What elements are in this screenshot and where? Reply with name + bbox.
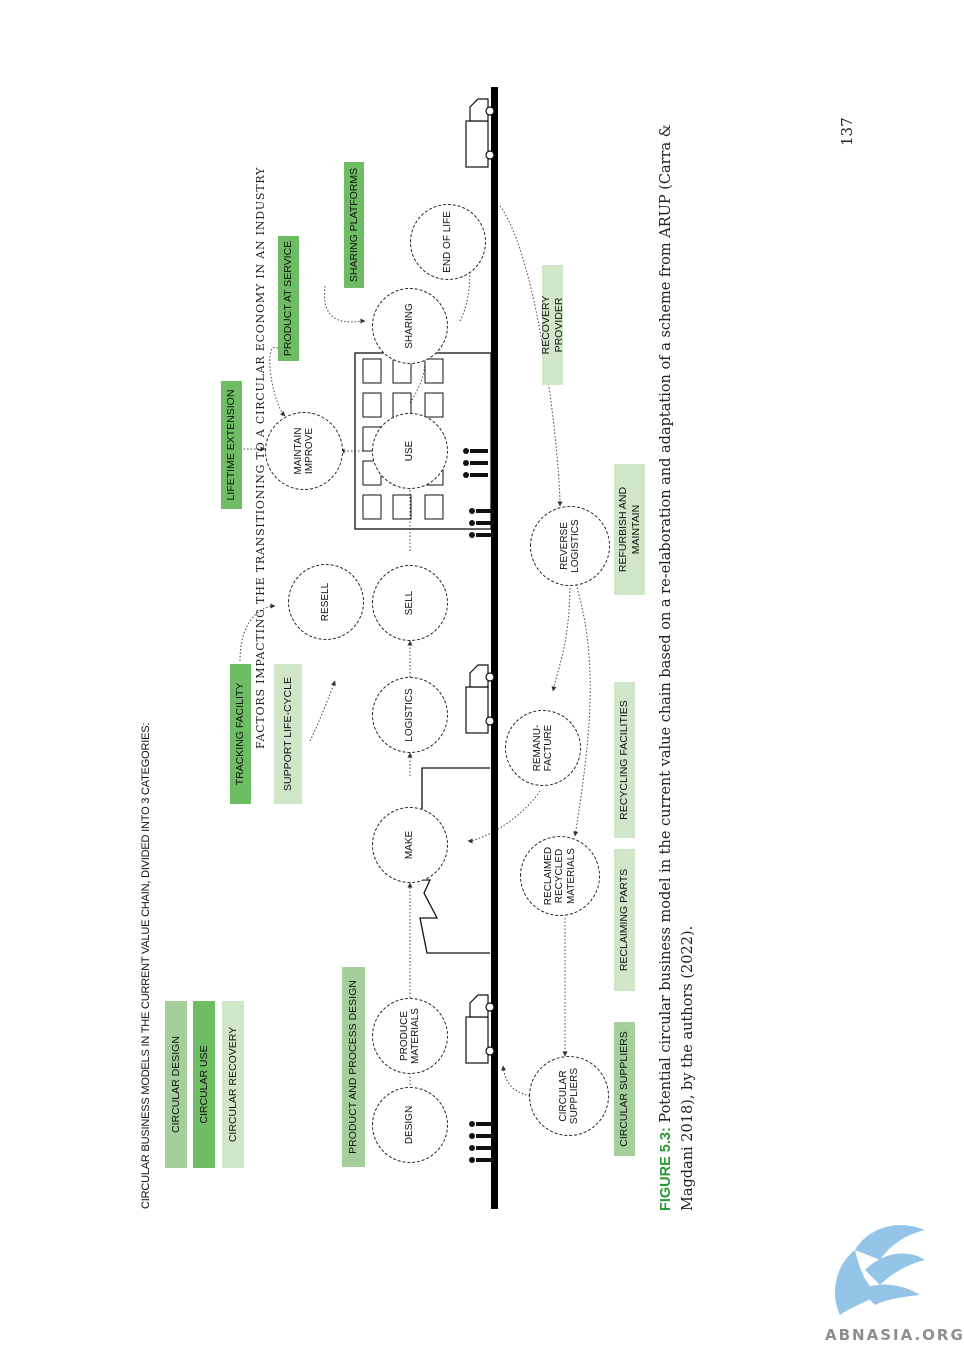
tag-recovery-provider: RECOVERY PROVIDER (540, 265, 565, 385)
node-sell: SELL (372, 565, 448, 641)
people-icon (469, 508, 494, 538)
arrow-tracking-resell (239, 603, 276, 662)
tag-recycling-facilities: RECYCLING FACILITIES (614, 682, 635, 838)
node-produce-materials: PRODUCE MATERIALS (372, 998, 448, 1074)
tag-sharing-platforms: SHARING PLATFORMS (344, 162, 364, 288)
node-design: DESIGN (372, 1087, 448, 1163)
arrow-reverse-reclaimed (573, 580, 591, 837)
tag-product-process-design: PRODUCT AND PROCESS DESIGN (342, 967, 365, 1167)
arrow-suppliers-chain (501, 1065, 531, 1097)
truck-icon (465, 664, 494, 734)
node-sharing: SHARING (372, 288, 448, 364)
running-title: FACTORS IMPACTING THE TRANSITIONING TO A… (254, 166, 267, 749)
bird-logo-icon (835, 1225, 925, 1315)
node-logistics: LOGISTICS (372, 677, 448, 753)
node-make: MAKE (372, 807, 448, 883)
tag-refurbish-maintain: REFURBISH AND MAINTAIN (614, 464, 645, 595)
tag-support-life-cycle: SUPPORT LIFE-CYCLE (274, 664, 302, 804)
factory-icon (419, 767, 490, 954)
node-circular-suppliers: CIRCULAR SUPPLIERS (529, 1056, 609, 1136)
node-maintain-improve: MAINTAIN IMPROVE (265, 412, 343, 490)
node-reclaimed-materials: RECLAIMED RECYCLED MATERIALS (520, 836, 600, 916)
arrow-remanufacture-make (467, 790, 541, 844)
arrow-service-maintain (269, 346, 286, 417)
tag-reclaiming-parts: RECLAIMING PARTS (614, 849, 635, 991)
node-resell: RESELL (288, 564, 364, 640)
watermark-text: ABNASIA.ORG (825, 1326, 964, 1344)
figure-caption: FIGURE 5.3: Potential circular business … (655, 101, 700, 1211)
figure-caption-text: Potential circular business model in the… (658, 124, 697, 1211)
node-reverse-logistics: REVERSE LOGISTICS (530, 506, 610, 586)
arrow-reverse-remanufacture (551, 580, 571, 692)
node-remanufacture: REMANU- FACTURE (505, 710, 581, 786)
tag-circular-suppliers: CIRCULAR SUPPLIERS (614, 1022, 635, 1156)
tag-lifetime-extension: LIFETIME EXTENSION (221, 381, 242, 509)
figure-label: FIGURE 5.3: (658, 1127, 674, 1211)
node-end-of-life: END OF LIFE (410, 204, 486, 280)
people-icon (463, 448, 488, 478)
tag-tracking-facility: TRACKING FACILITY (230, 664, 251, 804)
node-use: USE (372, 413, 448, 489)
people-icon (469, 1121, 494, 1163)
truck-icon (465, 98, 494, 168)
page-number: 137 (838, 117, 856, 146)
tag-product-at-service: PRODUCT AT SERVICE (278, 236, 299, 361)
arrow-platforms-sharing (324, 285, 366, 324)
truck-icon (465, 994, 494, 1064)
arrow-lifecycle-resell (309, 680, 336, 742)
